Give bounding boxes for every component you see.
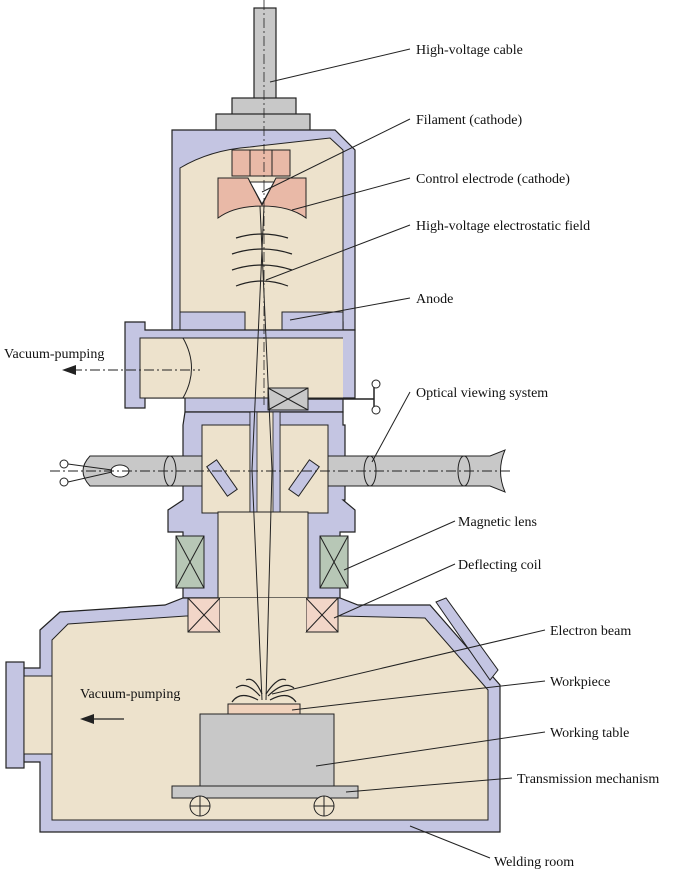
label-optical-viewing: Optical viewing system [416, 386, 548, 401]
lens-channel [217, 511, 309, 605]
electrostatic-field [231, 233, 293, 287]
cable-base [215, 113, 311, 133]
label-welding-room: Welding room [494, 855, 574, 870]
label-electron-beam: Electron beam [550, 624, 631, 639]
viewing-window [435, 597, 499, 681]
label-hv-field: High-voltage electrostatic field [416, 219, 590, 234]
label-workpiece: Workpiece [550, 675, 610, 690]
middle-chamber-inner [183, 338, 343, 398]
workpiece [227, 703, 301, 715]
upper-vacuum-arrow [62, 365, 200, 375]
prism-left [206, 459, 238, 497]
label-vacuum-pumping-upper: Vacuum-pumping [4, 347, 104, 362]
label-working-table: Working table [550, 726, 629, 741]
label-anode: Anode [416, 292, 453, 307]
lower-vacuum-arrow [80, 714, 124, 724]
electron-gun [217, 149, 307, 219]
lower-pumping-port [5, 661, 53, 769]
label-deflecting-coil: Deflecting coil [458, 558, 542, 573]
label-filament: Filament (cathode) [416, 113, 522, 128]
transmission-rail [171, 785, 359, 799]
high-voltage-cable [215, 7, 311, 133]
transmission-wheel-left [189, 795, 211, 817]
label-control-electrode: Control electrode (cathode) [416, 172, 570, 187]
filament-holder [231, 149, 291, 177]
control-electrode [217, 177, 307, 219]
optical-valve [267, 379, 381, 415]
prism-right [288, 459, 320, 497]
leader-lines [261, 48, 546, 859]
working-table [199, 713, 335, 787]
cable-rod [253, 7, 277, 101]
transmission-wheel-right [313, 795, 335, 817]
label-magnetic-lens: Magnetic lens [458, 515, 537, 530]
label-vacuum-pumping-lower: Vacuum-pumping [80, 687, 180, 702]
beam-spatter [231, 678, 297, 703]
label-transmission: Transmission mechanism [517, 772, 659, 787]
label-high-voltage-cable: High-voltage cable [416, 43, 523, 58]
